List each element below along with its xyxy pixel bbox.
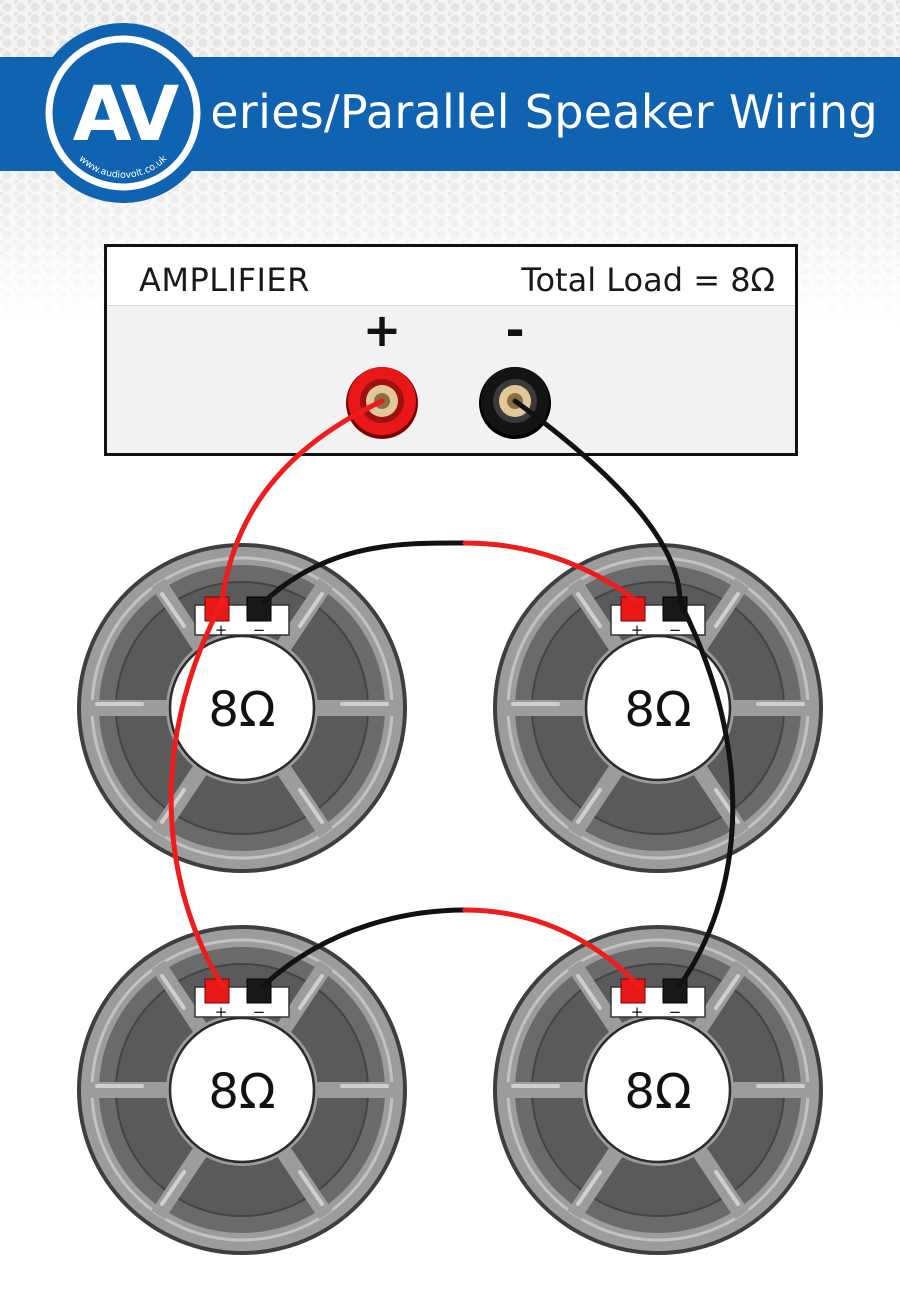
terminal-block-bottom-right: + − — [610, 978, 706, 1021]
wire-bottom-left-negative-link — [261, 907, 468, 988]
positive-symbol: + — [363, 303, 402, 357]
minus-mark: − — [669, 1003, 682, 1021]
wire-top-left-to-bottom-left-positive — [168, 599, 225, 988]
speaker-impedance-label: 8Ω — [624, 1064, 691, 1120]
terminal-block-top-left: + − — [194, 596, 290, 639]
speaker-bottom-left: 8Ω — [77, 925, 407, 1255]
minus-mark: − — [253, 1003, 266, 1021]
wire-bottom-right-positive-link — [462, 907, 641, 988]
plus-mark: + — [631, 1003, 644, 1021]
amplifier-panel: AMPLIFIER Total Load = 8Ω — [104, 244, 798, 456]
minus-mark: − — [253, 621, 266, 639]
speaker-top-right: 8Ω — [493, 543, 823, 873]
plus-mark: + — [215, 1003, 228, 1021]
speaker-bottom-right: 8Ω — [493, 925, 823, 1255]
av-logo[interactable]: AV www.audiovolt.co.uk — [30, 20, 216, 206]
speaker-impedance-label: 8Ω — [208, 1064, 275, 1120]
speaker-top-left: 8Ω — [77, 543, 407, 873]
plus-mark: + — [215, 621, 228, 639]
terminal-block-top-right: + − — [610, 596, 706, 639]
wire-top-left-negative-link — [261, 540, 468, 605]
terminal-block-bottom-left: + − — [194, 978, 290, 1021]
wire-top-right-positive-link — [462, 540, 641, 605]
plus-mark: + — [631, 621, 644, 639]
speaker-impedance-label: 8Ω — [624, 682, 691, 738]
total-load-label: Total Load = 8Ω — [521, 261, 775, 299]
wire-amp-negative-to-top-right — [512, 398, 683, 605]
amplifier-header: AMPLIFIER Total Load = 8Ω — [107, 247, 795, 306]
speaker-impedance-label: 8Ω — [208, 682, 275, 738]
wire-top-right-to-bottom-right-negative — [677, 599, 736, 988]
amplifier-label: AMPLIFIER — [139, 261, 310, 299]
logo-text: AV — [73, 69, 180, 158]
page-title: Series/Parallel Speaker Wiring — [180, 85, 878, 139]
wire-amp-positive-to-top-left — [219, 398, 385, 605]
minus-mark: − — [669, 621, 682, 639]
negative-symbol: - — [505, 303, 524, 357]
